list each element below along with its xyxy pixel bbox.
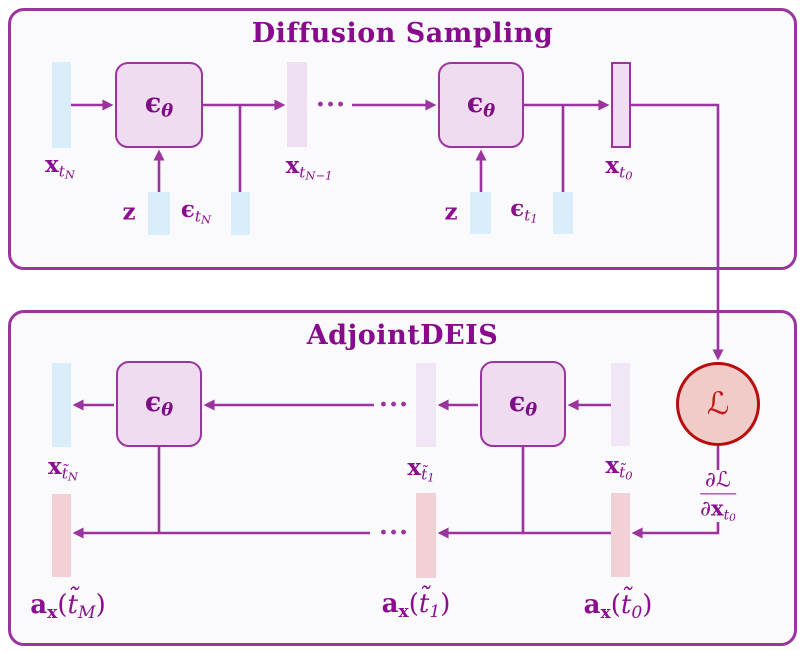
loss-glyph: ℒ xyxy=(706,386,730,422)
gradient-numerator: ∂ℒ xyxy=(700,467,736,495)
xtn1-state-bar xyxy=(287,62,307,147)
label-ax-t0: ax(t̃0) xyxy=(583,589,653,623)
label-x-tn-1: xtN−1 xyxy=(285,152,333,183)
label-x-tt1: xt̃1 xyxy=(407,454,435,485)
label-z-2: z xyxy=(444,198,458,226)
injected-noise-bar-1 xyxy=(231,192,250,235)
epsilon-theta-node-2: ϵθ xyxy=(438,62,524,148)
label-ax-tm: ax(t̃M) xyxy=(30,589,106,623)
epsilon-glyph: ϵθ xyxy=(508,387,538,421)
epsilon-theta-node-3: ϵθ xyxy=(116,361,202,447)
gradient-denominator: ∂xt0 xyxy=(700,495,736,525)
label-eps-tn: ϵtN xyxy=(180,196,212,227)
ellipsis-sampling: ··· xyxy=(315,90,347,120)
xtt1-state-bar xyxy=(416,363,436,447)
label-x-ttn: xt̃N xyxy=(48,453,78,484)
adjoint-bar-t1 xyxy=(416,493,436,578)
loss-circle: ℒ xyxy=(676,362,760,446)
ellipsis-state-row: ··· xyxy=(378,390,410,420)
adjointdeis-panel: AdjointDEIS xyxy=(8,310,797,646)
z-noise-bar-1 xyxy=(148,192,170,235)
label-ax-t1: ax(t̃1) xyxy=(381,588,451,622)
xt0-state-bar xyxy=(611,62,631,148)
z-noise-bar-2 xyxy=(470,192,491,234)
loss-gradient-fraction: ∂ℒ ∂xt0 xyxy=(700,467,736,524)
epsilon-theta-node-1: ϵθ xyxy=(115,62,203,148)
adjoint-bar-t0 xyxy=(611,493,630,577)
label-x-t0: xt0 xyxy=(605,152,633,183)
xttn-state-bar xyxy=(52,363,71,447)
label-z-1: z xyxy=(122,198,136,226)
diffusion-sampling-title: Diffusion Sampling xyxy=(251,18,554,49)
label-x-tt0: xt̃0 xyxy=(605,452,633,483)
epsilon-glyph: ϵθ xyxy=(466,88,496,122)
adjoint-bar-tm xyxy=(52,494,71,577)
label-x-tn: xtN xyxy=(45,151,75,182)
xtn-state-bar xyxy=(52,62,71,148)
ellipsis-adjoint-row: ··· xyxy=(378,518,410,548)
epsilon-theta-node-4: ϵθ xyxy=(480,361,566,447)
label-eps-t1: ϵt1 xyxy=(510,195,538,226)
adjointdeis-title: AdjointDEIS xyxy=(306,320,499,351)
xtt0-state-bar xyxy=(611,363,630,446)
epsilon-glyph: ϵθ xyxy=(144,88,174,122)
injected-noise-bar-2 xyxy=(553,192,573,234)
epsilon-glyph: ϵθ xyxy=(144,387,174,421)
